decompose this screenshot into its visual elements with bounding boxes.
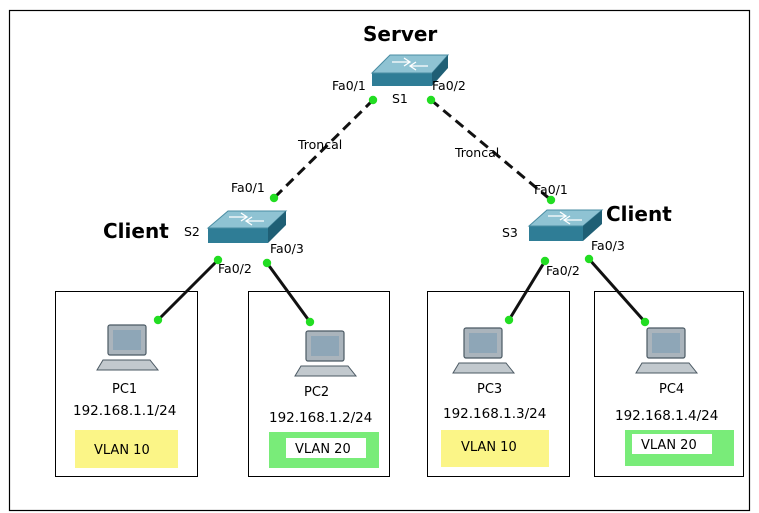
port-dot [426,95,436,105]
port-dot [153,315,163,325]
port-dot [540,256,550,266]
client-right-role-label: Client [606,202,672,226]
pc2-box [248,291,390,477]
port-indicators [153,95,650,327]
pc4-ip-address: 192.168.1.4/24 [615,408,718,424]
switch-s1-label: S1 [392,91,408,106]
s2-port-fa0-3-label: Fa0/3 [270,241,304,256]
pc1-name: PC1 [112,382,137,397]
pc2-vlan-label-bg [286,438,366,458]
trunk-link-s1-s3 [430,98,552,202]
port-dot [262,258,272,268]
s2-port-fa0-1-label: Fa0/1 [231,180,265,195]
diagram-frame [8,9,751,512]
server-role-label: Server [363,22,437,46]
pc1-computer-icon[interactable] [96,324,160,371]
pc2-ip-address: 192.168.1.2/24 [269,410,372,426]
link-s3-pc3 [507,260,547,321]
trunk-link-s1-s2 [272,98,375,200]
client-left-role-label: Client [103,219,169,243]
pc3-ip-address: 192.168.1.3/24 [443,406,546,422]
pc1-vlan-label: VLAN 10 [94,443,150,458]
port-dot [640,317,650,327]
switch-s3-label: S3 [502,225,518,240]
port-dot [269,193,279,203]
port-dot [213,255,223,265]
port-dot [305,317,315,327]
pc4-box [594,291,744,477]
pc4-vlan-label-bg [632,434,712,454]
pc2-computer-icon[interactable] [294,330,358,377]
s3-port-fa0-2-label: Fa0/2 [546,263,580,278]
trunk-left-label: Troncal [297,137,342,152]
pc2-vlan-label: VLAN 20 [295,442,351,457]
port-dot [546,195,556,205]
pc1-vlan-badge [75,430,178,468]
switch-s2-label: S2 [184,224,200,239]
s1-port-fa0-1-label: Fa0/1 [332,78,366,93]
s3-port-fa0-3-label: Fa0/3 [591,238,625,253]
pc3-name: PC3 [477,382,502,397]
pc4-name: PC4 [659,382,684,397]
port-dot [368,95,378,105]
pc1-ip-address: 192.168.1.1/24 [73,403,176,419]
switch-s1-icon[interactable] [370,54,450,86]
link-s2-pc1 [156,258,220,322]
pc3-vlan-badge [441,430,549,467]
pc3-computer-icon[interactable] [452,327,516,374]
pc4-vlan-label: VLAN 20 [641,438,697,453]
switch-s3-icon[interactable] [527,209,604,241]
s2-port-fa0-2-label: Fa0/2 [218,261,252,276]
link-s3-pc4 [587,258,647,323]
s1-port-fa0-2-label: Fa0/2 [432,78,466,93]
port-dot [584,254,594,264]
trunk-right-label: Troncal [454,145,499,160]
link-s2-pc2 [265,262,312,323]
s3-port-fa0-1-label: Fa0/1 [534,182,568,197]
pc2-name: PC2 [304,385,329,400]
pc3-box [427,291,570,477]
switch-s2-icon[interactable] [206,210,288,243]
pc3-vlan-label: VLAN 10 [461,440,517,455]
pc1-box [55,291,198,477]
port-dot [504,315,514,325]
pc4-computer-icon[interactable] [635,327,699,374]
